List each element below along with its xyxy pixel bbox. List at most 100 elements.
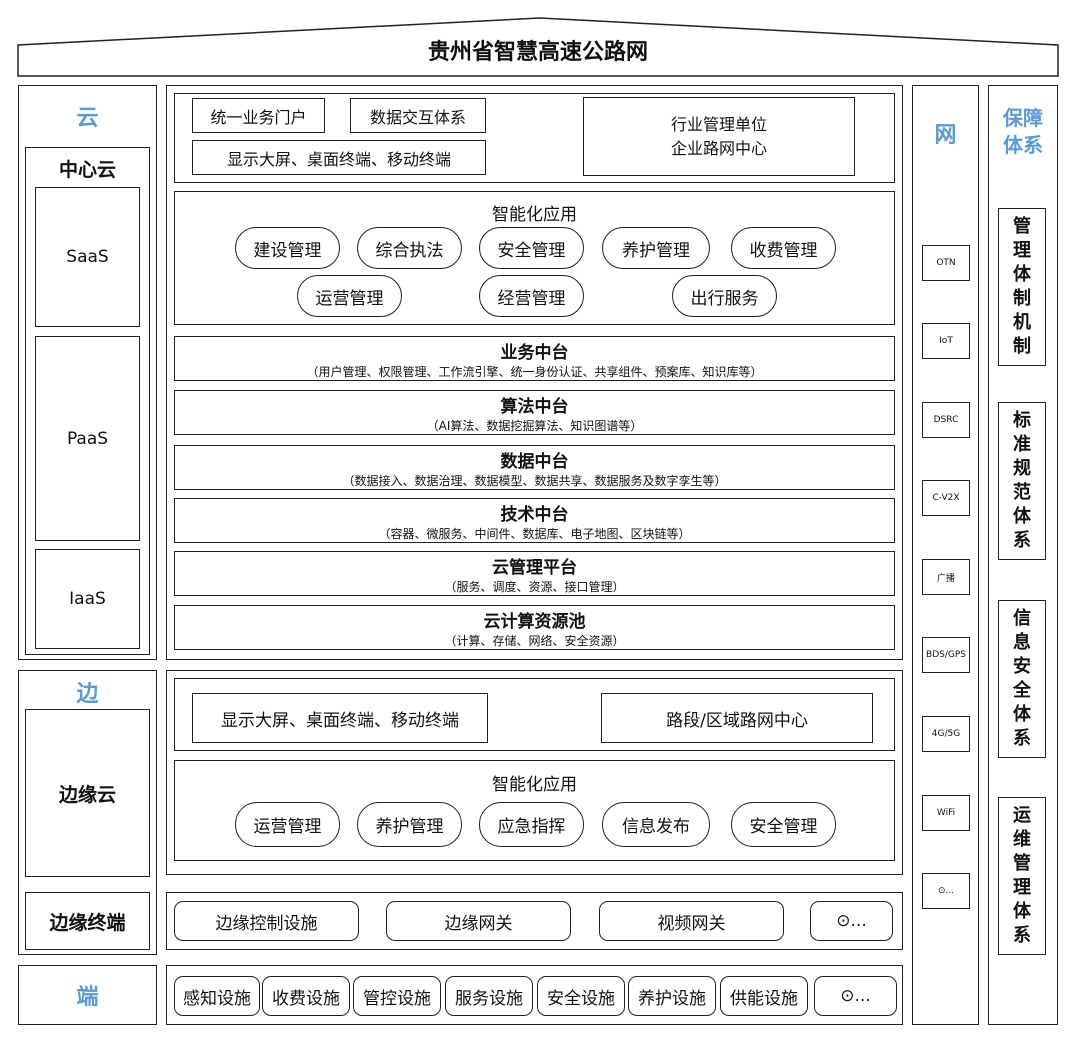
app-pill: 建设管理 xyxy=(235,227,340,269)
smart-app-title: 智能化应用 xyxy=(492,204,577,225)
vertical-char: 系 xyxy=(1013,925,1031,946)
end-item: 感知设施 xyxy=(174,976,260,1016)
edge-terminal-item: ⊙... xyxy=(810,901,893,941)
network-item: OTN xyxy=(922,245,970,281)
network-item: ⊙... xyxy=(922,873,970,909)
vertical-char: 机 xyxy=(1013,312,1031,333)
vertical-char: 运 xyxy=(1013,805,1031,826)
edge-app-pill: 养护管理 xyxy=(357,802,462,847)
vertical-text: 运维管理体系 xyxy=(1013,804,1031,948)
app-pill: 出行服务 xyxy=(672,275,777,317)
edge-app-pill: 运营管理 xyxy=(235,802,340,847)
data-exchange-system: 数据交互体系 xyxy=(350,98,486,133)
edge-terminal-item: 边缘控制设施 xyxy=(174,901,359,941)
network-column xyxy=(912,85,979,1025)
network-label: 网 xyxy=(934,123,957,148)
vertical-char: 管 xyxy=(1013,216,1031,237)
network-item: WiFi xyxy=(922,795,970,831)
platform-title: 技术中台 xyxy=(500,504,569,525)
edge-display-terminals: 显示大屏、桌面终端、移动终端 xyxy=(192,693,488,743)
end-item: 收费设施 xyxy=(262,976,350,1016)
platform-subtitle: （容器、微服务、中间件、数据库、电子地图、区块链等） xyxy=(378,526,691,541)
edge-smart-app-title: 智能化应用 xyxy=(492,774,577,795)
end-item: 服务设施 xyxy=(445,976,533,1016)
saas-box: SaaS xyxy=(35,187,140,327)
vertical-char: 安 xyxy=(1013,656,1031,677)
vertical-char: 理 xyxy=(1013,877,1031,898)
vertical-char: 体 xyxy=(1013,704,1031,725)
cloud-label: 云 xyxy=(76,106,99,131)
end-item: 管控设施 xyxy=(353,976,441,1016)
network-item: 广播 xyxy=(922,559,970,595)
vertical-char: 理 xyxy=(1013,240,1031,261)
vertical-char: 体 xyxy=(1013,506,1031,527)
platform-subtitle: （数据接入、数据治理、数据模型、数据共享、数据服务及数字孪生等） xyxy=(342,473,727,488)
tech-platform: 技术中台 （容器、微服务、中间件、数据库、电子地图、区块链等） xyxy=(174,498,895,543)
network-item: BDS/GPS xyxy=(922,637,970,673)
platform-subtitle: （AI算法、数据挖掘算法、知识图谱等） xyxy=(426,418,643,433)
vertical-char: 规 xyxy=(1013,458,1031,479)
edge-cloud-label: 边缘云 xyxy=(25,709,150,877)
page-title: 贵州省智慧高速公路网 xyxy=(427,40,648,65)
vertical-char: 全 xyxy=(1013,680,1031,701)
industry-management-line1: 行业管理单位 xyxy=(670,114,767,134)
business-platform: 业务中台 （用户管理、权限管理、工作流引擎、统一身份认证、共享组件、预案库、知识… xyxy=(174,336,895,381)
platform-title: 云管理平台 xyxy=(492,557,577,578)
platform-title: 云计算资源池 xyxy=(483,611,586,632)
guarantee-label: 保障体系 xyxy=(1003,106,1043,157)
vertical-char: 体 xyxy=(1013,901,1031,922)
edge-terminal-item: 边缘网关 xyxy=(386,901,571,941)
vertical-char: 系 xyxy=(1013,530,1031,551)
platform-title: 业务中台 xyxy=(500,342,569,363)
vertical-text: 信息安全体系 xyxy=(1013,607,1031,751)
network-item: 4G/5G xyxy=(922,716,970,752)
platform-title: 算法中台 xyxy=(500,396,569,417)
vertical-char: 体 xyxy=(1013,264,1031,285)
vertical-char: 系 xyxy=(1013,728,1031,749)
vertical-char: 准 xyxy=(1013,434,1031,455)
unified-portal: 统一业务门户 xyxy=(192,98,325,133)
cloud-management-platform: 云管理平台 （服务、调度、资源、接口管理） xyxy=(174,551,895,596)
display-terminals: 显示大屏、桌面终端、移动终端 xyxy=(192,140,486,175)
edge-label: 边 xyxy=(76,682,99,707)
vertical-char: 标 xyxy=(1013,410,1031,431)
edge-terminal-item: 视频网关 xyxy=(599,901,784,941)
vertical-char: 制 xyxy=(1013,336,1031,357)
app-pill: 综合执法 xyxy=(357,227,462,269)
platform-subtitle: （用户管理、权限管理、工作流引擎、统一身份认证、共享组件、预案库、知识库等） xyxy=(306,364,763,379)
data-platform: 数据中台 （数据接入、数据治理、数据模型、数据共享、数据服务及数字孪生等） xyxy=(174,445,895,490)
app-pill: 养护管理 xyxy=(602,227,710,269)
vertical-char: 范 xyxy=(1013,482,1031,503)
industry-management-line2: 企业路网中心 xyxy=(670,138,767,158)
end-item: 养护设施 xyxy=(628,976,716,1016)
network-item: DSRC xyxy=(922,402,970,438)
vertical-char: 维 xyxy=(1013,829,1031,850)
network-item: IoT xyxy=(922,323,970,359)
edge-app-pill: 安全管理 xyxy=(731,802,836,847)
guarantee-item: 管理体制机制 xyxy=(998,208,1046,366)
platform-subtitle: （计算、存储、网络、安全资源） xyxy=(444,633,625,648)
end-label: 端 xyxy=(18,965,157,1025)
cloud-resource-pool: 云计算资源池 （计算、存储、网络、安全资源） xyxy=(174,605,895,650)
guarantee-column xyxy=(988,85,1058,1025)
platform-subtitle: （服务、调度、资源、接口管理） xyxy=(444,579,625,594)
vertical-text: 管理体制机制 xyxy=(1013,215,1031,359)
algorithm-platform: 算法中台 （AI算法、数据挖掘算法、知识图谱等） xyxy=(174,390,895,435)
guarantee-item: 运维管理体系 xyxy=(998,797,1046,955)
network-item: C-V2X xyxy=(922,480,970,516)
end-item: 供能设施 xyxy=(720,976,808,1016)
regional-center: 路段/区域路网中心 xyxy=(601,693,873,743)
edge-terminal-label: 边缘终端 xyxy=(25,892,150,950)
edge-app-pill: 信息发布 xyxy=(602,802,710,847)
app-pill: 收费管理 xyxy=(731,227,836,269)
vertical-char: 信 xyxy=(1013,608,1031,629)
guarantee-item: 信息安全体系 xyxy=(998,600,1046,758)
title-banner-shape xyxy=(17,17,1059,77)
guarantee-item: 标准规范体系 xyxy=(998,402,1046,560)
paas-box: PaaS xyxy=(35,336,140,541)
iaas-box: IaaS xyxy=(35,549,140,649)
app-pill: 安全管理 xyxy=(479,227,584,269)
platform-title: 数据中台 xyxy=(500,451,569,472)
vertical-text: 标准规范体系 xyxy=(1013,409,1031,553)
app-pill: 运营管理 xyxy=(297,275,402,317)
